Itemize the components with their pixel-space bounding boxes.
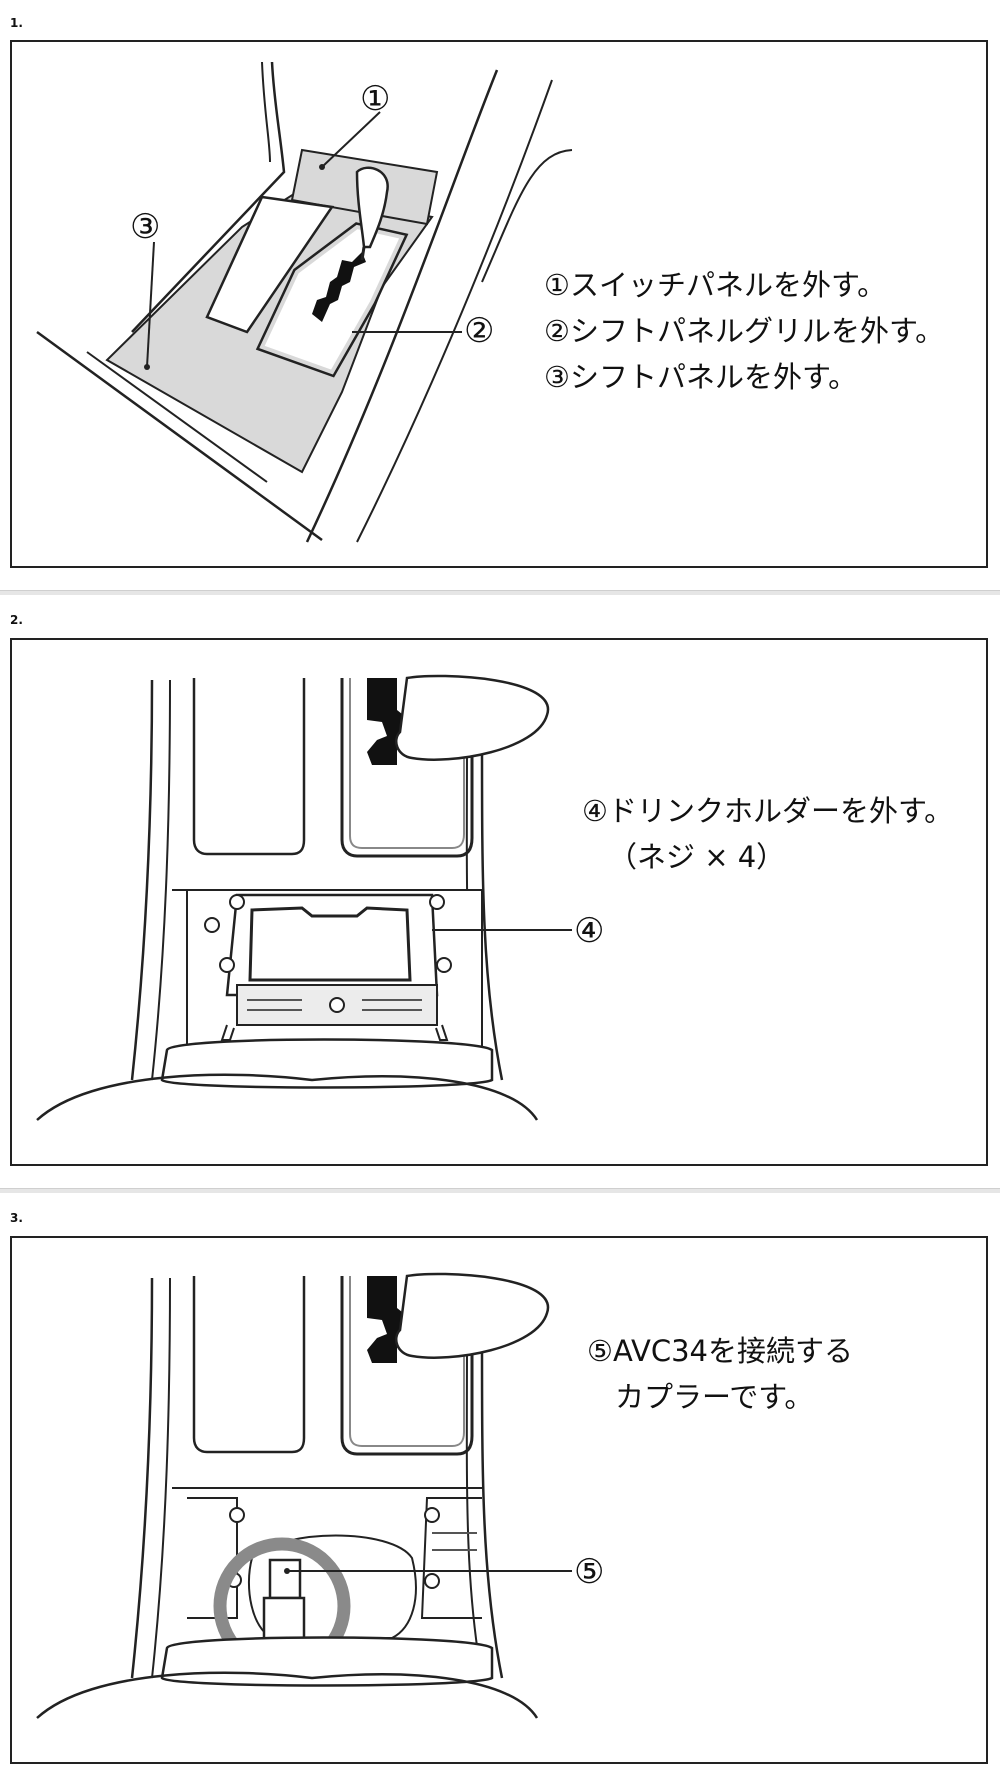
instruction-line: ②シフトパネルグリルを外す。	[544, 314, 945, 348]
step-1-panel: ① ② ③ ①スイッチパネルを外す。 ②シフトパネルグリルを外す。 ③シフトパネ…	[10, 40, 988, 568]
instruction-line: カプラーです。	[615, 1380, 814, 1414]
step-1-diagram: ① ② ③	[36, 61, 573, 543]
callout-4: ④	[574, 911, 604, 951]
step-1-label: 1.	[10, 16, 23, 30]
callout-5: ⑤	[574, 1552, 604, 1592]
callout-1: ①	[360, 79, 390, 119]
step-2-instructions: ④ドリンクホルダーを外す。 （ネジ × 4）	[582, 788, 953, 880]
step-2-panel: ④ ④ドリンクホルダーを外す。 （ネジ × 4）	[10, 638, 988, 1166]
step-3-label: 3.	[10, 1211, 23, 1225]
instruction-line: ⑤AVC34を接続する	[587, 1334, 853, 1368]
instruction-line: ③シフトパネルを外す。	[544, 360, 858, 394]
callout-3: ③	[130, 207, 160, 247]
separator	[0, 590, 1000, 595]
step-3-panel: ⑤ ⑤AVC34を接続する カプラーです。	[10, 1236, 988, 1764]
step-2-label: 2.	[10, 613, 23, 627]
instruction-line: ①スイッチパネルを外す。	[544, 268, 887, 302]
callout-2: ②	[464, 311, 494, 351]
step-1-instructions: ①スイッチパネルを外す。 ②シフトパネルグリルを外す。 ③シフトパネルを外す。	[544, 262, 944, 400]
instruction-line: ④ドリンクホルダーを外す。	[582, 794, 954, 828]
separator	[0, 1188, 1000, 1193]
step-2-diagram: ④	[36, 674, 604, 1121]
instruction-line: （ネジ × 4）	[608, 840, 786, 874]
step-3-instructions: ⑤AVC34を接続する カプラーです。	[587, 1328, 853, 1420]
step-3-diagram: ⑤	[36, 1272, 604, 1719]
